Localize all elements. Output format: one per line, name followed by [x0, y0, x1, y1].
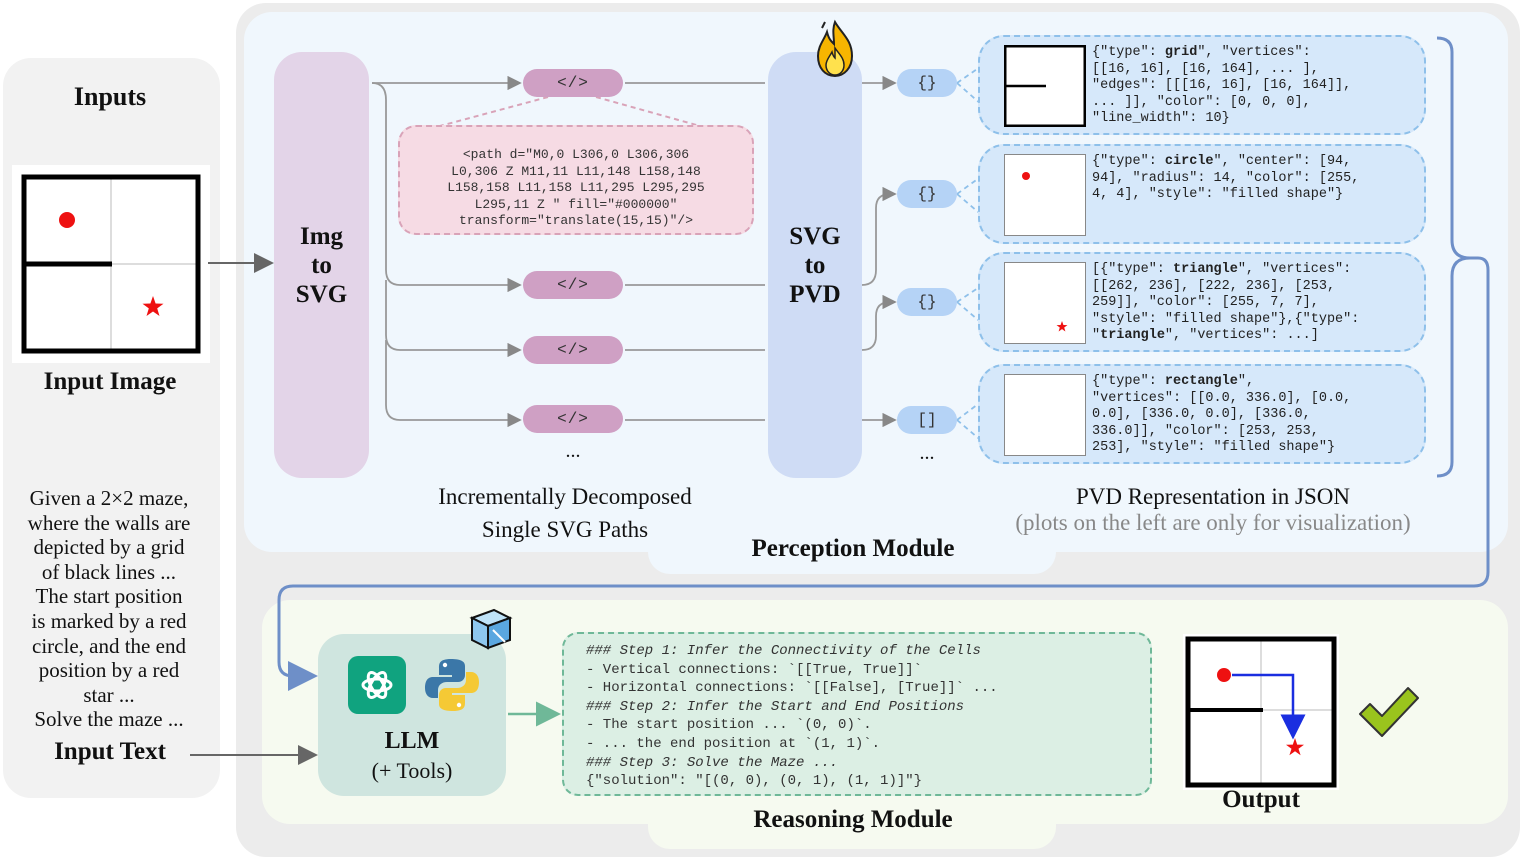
check-icon — [1359, 687, 1419, 737]
input-text-line: Given a 2×2 maze, — [29, 486, 189, 510]
reasoning-title-tab — [648, 805, 1056, 849]
perception-module-title: Perception Module — [751, 535, 955, 562]
svg-path-pill: </> — [523, 405, 623, 433]
step-line: - ... the end position at `(1, 1)`. — [586, 735, 881, 752]
input-maze-image — [12, 165, 210, 363]
svg-to-pvd-block: SVG to PVD — [768, 52, 862, 478]
svg-path-pill: </> — [523, 69, 623, 97]
pvd-json-triangle: [{"type": triangle", "vertices": [[262, … — [1092, 262, 1422, 345]
pvd-card-triangle: [{"type": triangle", "vertices": [[262, … — [978, 252, 1426, 352]
pvd-card-circle: {"type": circle", "center": [94, 94], "r… — [978, 144, 1426, 244]
path-arrow-icon — [1232, 673, 1306, 740]
python-icon — [425, 659, 479, 711]
paths-caption-line: Incrementally Decomposed — [438, 484, 692, 509]
pvd-list-pill: [] — [897, 406, 957, 434]
output-maze-image — [1183, 634, 1339, 790]
input-text-line: circle, and the end — [32, 633, 186, 658]
input-text-label: Input Text — [54, 738, 166, 765]
fire-icon — [816, 19, 854, 78]
pvd-json-text: ", "vertices": ...] — [1164, 328, 1319, 343]
cube-icon — [469, 608, 513, 650]
llm-label: LLM — [384, 728, 440, 754]
pvd-json-text: {"type": — [1092, 374, 1165, 389]
grid-thumbnail — [1004, 45, 1086, 127]
pvd-object-pill: {} — [897, 69, 957, 97]
svg-path-pill: </> — [523, 336, 623, 364]
pvd-card-rectangle: {"type": rectangle", "vertices": [[0.0, … — [978, 364, 1426, 464]
path-line: L0,306 Z M11,11 L11,148 L158,148 — [451, 163, 701, 179]
reasoning-steps: ### Step 1: Infer the Connectivity of th… — [562, 632, 1152, 796]
llm-tools-label: (+ Tools) — [371, 758, 453, 783]
triangle-thumbnail — [1004, 262, 1086, 344]
img-to-svg-label: Img — [299, 223, 344, 250]
pvd-card-grid: {"type": grid", "vertices": [[16, 16], [… — [978, 35, 1426, 135]
step-line: - Horizontal connections: `[[False], [Tr… — [586, 680, 998, 697]
img-to-svg-block: Img to SVG — [274, 52, 369, 478]
pvd-object-pill: {} — [897, 180, 957, 208]
pvd-type-keyword: triangle — [1173, 262, 1238, 277]
pvd-object-pill: {} — [897, 288, 957, 316]
pvd-json-text: {"type": — [1092, 45, 1165, 60]
end-star-icon — [1286, 738, 1304, 756]
img-to-svg-label: SVG — [295, 281, 348, 308]
step-heading: ### Step 1: Infer the Connectivity of th… — [586, 643, 981, 659]
pvd-type-keyword: circle — [1164, 154, 1214, 169]
more-pvd-ellipsis: ... — [919, 442, 935, 464]
pvd-json-text: ", "center": [94, 94], "radius": 14, "co… — [1092, 154, 1360, 202]
input-text-body: Given a 2×2 maze, where the walls are de… — [6, 486, 212, 732]
svg-to-pvd-label: SVG — [789, 223, 841, 250]
step-line: - Vertical connections: `[[True, True]]` — [586, 661, 923, 678]
svg-to-pvd-label: to — [804, 252, 826, 279]
pvd-type-keyword: triangle — [1100, 328, 1165, 343]
step-line: - The start position ... `(0, 0)`. — [586, 717, 872, 734]
input-text-line: star ... — [83, 682, 135, 707]
step-heading: ### Step 2: Infer the Start and End Posi… — [586, 698, 965, 715]
end-star-icon — [142, 296, 164, 316]
input-text-line: Solve the maze ... — [34, 707, 184, 732]
pvd-json-rectangle: {"type": rectangle", "vertices": [[0.0, … — [1092, 374, 1422, 457]
pvd-json-text: ", "vertices": [[262, 236], [222, 236], … — [1092, 262, 1360, 343]
path-line: L158,158 L11,158 L11,295 L295,295 — [447, 180, 705, 195]
input-image-label: Input Image — [43, 368, 177, 395]
input-text-line: The start position — [35, 584, 183, 609]
pvd-caption: PVD Representation in JSON (plots on the… — [975, 484, 1451, 536]
step-line: {"solution": "[(0, 0), (0, 1), (1, 1)]"} — [586, 773, 923, 790]
output-label: Output — [1222, 786, 1300, 813]
start-circle-icon — [59, 212, 75, 228]
pvd-type-keyword: grid — [1164, 45, 1198, 60]
pvd-json-grid: {"type": grid", "vertices": [[16, 16], [… — [1092, 45, 1422, 128]
svg-to-pvd-label: PVD — [789, 281, 841, 308]
input-text-line: where the walls are — [27, 510, 191, 535]
pvd-json-circle: {"type": circle", "center": [94, 94], "r… — [1092, 154, 1422, 204]
pvd-json-text: ", "vertices": [[16, 16], [16, 164], ...… — [1092, 45, 1352, 126]
input-text-line: depicted by a grid — [33, 535, 185, 560]
pvd-json-text: ", "vertices": [[0.0, 336.0], [0.0, 0.0]… — [1092, 374, 1352, 455]
openai-icon — [348, 656, 406, 714]
inputs-title: Inputs — [73, 82, 147, 111]
circle-thumbnail — [1004, 154, 1086, 236]
pvd-json-text: [{"type": — [1092, 262, 1174, 277]
perception-title-tab — [648, 530, 1056, 574]
more-paths-ellipsis: ... — [565, 440, 581, 462]
rectangle-thumbnail — [1004, 374, 1086, 456]
pvd-caption-note: (plots on the left are only for visualiz… — [1015, 510, 1411, 535]
pvd-type-keyword: rectangle — [1164, 374, 1238, 389]
paths-caption-line: Single SVG Paths — [481, 517, 649, 542]
path-line: L295,11 Z " fill="#000000" — [474, 196, 678, 212]
step-heading: ### Step 3: Solve the Maze ... — [586, 754, 839, 771]
img-to-svg-label: to — [311, 252, 332, 279]
paths-caption: Incrementally Decomposed Single SVG Path… — [400, 480, 730, 546]
input-text-line: position by a red — [38, 658, 180, 683]
path-line: <path d="M0,0 L306,0 L306,306 — [462, 147, 690, 162]
input-text-line: is marked by a red — [31, 608, 187, 633]
reasoning-module-title: Reasoning Module — [753, 806, 953, 833]
input-text-line: of black lines ... — [41, 559, 177, 584]
path-line: transform="translate(15,15)"/> — [458, 213, 694, 228]
pvd-json-text: {"type": — [1092, 154, 1165, 169]
pvd-caption-line: PVD Representation in JSON — [1075, 484, 1351, 509]
start-circle-icon — [1217, 668, 1231, 682]
svg-path-pill: </> — [523, 271, 623, 299]
